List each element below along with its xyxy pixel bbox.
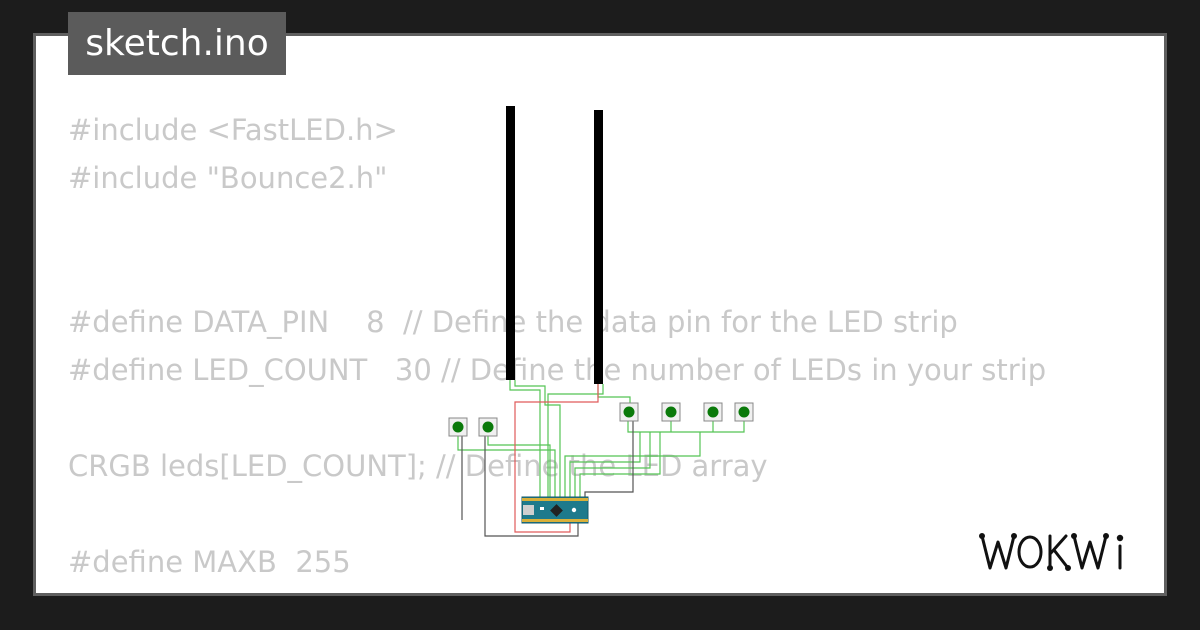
wokwi-logo-icon [979,533,1124,571]
code-line: CRGB leds[LED_COUNT]; // Define the LED … [68,449,768,483]
code-line: #define DATA_PIN 8 // Define the data pi… [68,305,958,339]
push-button[interactable] [734,402,754,422]
push-button[interactable] [703,402,723,422]
code-line: #include "Bounce2.h" [68,161,388,195]
push-button[interactable] [478,417,498,437]
led-strip[interactable] [594,110,603,384]
wokwi-logo [978,528,1150,580]
code-listing: #include <FastLED.h> #include "Bounce2.h"… [68,106,1047,593]
push-button[interactable] [619,402,639,422]
wire-red [514,384,599,533]
arduino-nano-board[interactable] [521,496,589,524]
push-button[interactable] [661,402,681,422]
file-tab[interactable]: sketch.ino [68,12,286,75]
led-strip[interactable] [506,106,515,380]
code-line: #define LED_COUNT 30 // Define the numbe… [68,353,1047,387]
wires-green [457,380,745,500]
push-button[interactable] [448,417,468,437]
code-line: #include <FastLED.h> [68,113,398,147]
code-line: #define MAXB 255 [68,545,351,579]
